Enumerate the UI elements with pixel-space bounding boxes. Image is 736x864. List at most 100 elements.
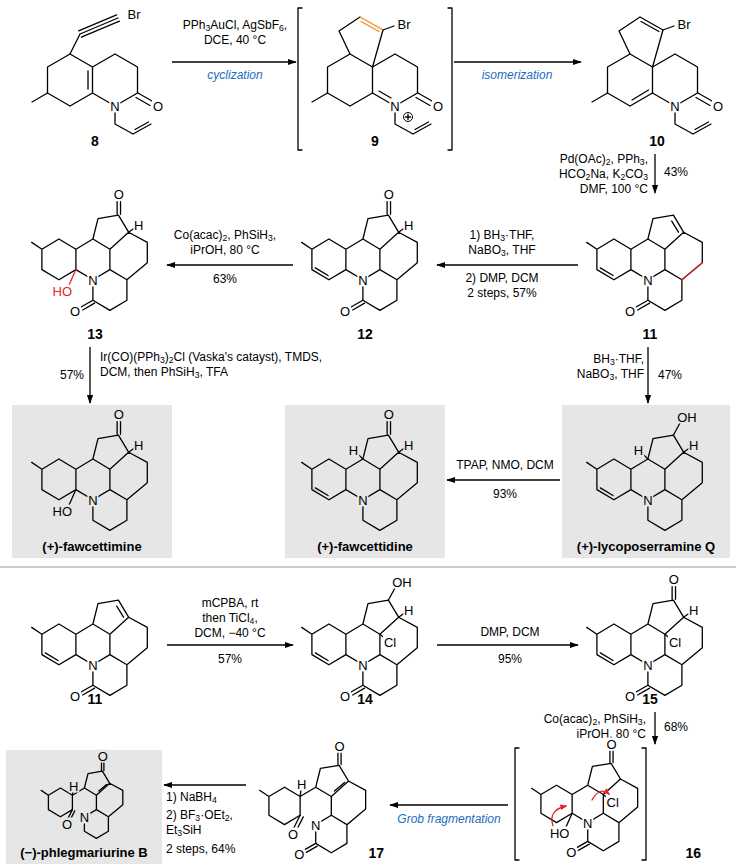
structure-stroke	[383, 26, 394, 30]
separator-line	[0, 566, 736, 567]
atom-label: Cl	[606, 795, 620, 808]
yield-note: 43%	[664, 165, 688, 180]
atom-label: N	[582, 816, 593, 829]
yield-note: 63%	[213, 272, 237, 287]
compound-fawcettidine	[302, 422, 418, 531]
structure-stroke	[70, 15, 119, 54]
atom-label: H	[688, 603, 699, 616]
compound-number: 17	[368, 845, 384, 861]
structure-stroke	[388, 587, 395, 600]
atom-label: H	[348, 443, 359, 456]
reagent-label: 1) NaBH4	[166, 790, 246, 805]
structure-stroke	[102, 762, 104, 771]
structure-stroke	[379, 91, 391, 98]
atom-label: N	[642, 658, 653, 671]
structure-stroke	[373, 54, 418, 106]
structure-stroke	[406, 115, 411, 120]
structure-stroke	[136, 93, 152, 106]
structure-stroke	[32, 435, 148, 530]
structure-stroke	[315, 653, 328, 661]
compound-node: 8	[20, 4, 170, 152]
reaction-arrow	[447, 479, 560, 480]
compound-17	[260, 753, 366, 853]
structure-stroke	[338, 753, 341, 765]
atom-label: O	[624, 690, 636, 703]
atom-label: H	[68, 779, 79, 792]
atom-label: OH	[676, 410, 698, 423]
structure-stroke	[416, 93, 432, 106]
atom-label: H	[133, 438, 144, 451]
compound-node: 14	[295, 578, 435, 710]
compound-9	[298, 8, 452, 150]
structure-stroke	[312, 93, 328, 102]
structure-stroke	[552, 806, 566, 826]
compound-10	[592, 17, 712, 134]
atom-label: HO	[52, 504, 74, 517]
reaction-arrow	[390, 804, 508, 805]
atom-label: O	[624, 305, 636, 318]
structure-stroke	[69, 270, 76, 285]
atom-label: OH	[391, 575, 413, 588]
reaction-arrow	[647, 347, 648, 403]
structure-stroke	[587, 600, 703, 695]
atom-label: O	[339, 305, 351, 318]
yield-note: 57%	[218, 652, 242, 667]
structure-stroke	[387, 202, 390, 215]
structure-stroke	[305, 843, 317, 852]
atom-label: O	[293, 847, 305, 860]
compound-lycoposerramine	[587, 422, 703, 530]
structure-stroke	[592, 93, 608, 102]
structure-stroke	[302, 600, 418, 695]
compound-node: (−)-phlegmariurine B	[6, 750, 162, 864]
structure-stroke	[117, 422, 120, 435]
structure-stroke	[87, 71, 88, 89]
reagent-label: TPAP, NMO, DCM	[450, 458, 560, 473]
structure-stroke	[334, 783, 344, 792]
structure-stroke	[404, 113, 413, 122]
compound-number: 8	[91, 133, 99, 149]
compound-name: (−)-phlegmariurine B	[20, 845, 148, 861]
structure-stroke	[302, 215, 418, 310]
highlight-panel	[12, 405, 172, 558]
structure-stroke	[682, 263, 702, 280]
structure-stroke	[328, 54, 373, 106]
structure-stroke	[360, 17, 383, 32]
structure-stroke	[298, 8, 452, 150]
atom-label: N	[642, 493, 653, 506]
yield-note: 93%	[493, 487, 517, 502]
atom-label: N	[642, 273, 653, 286]
atom-label: O	[565, 845, 577, 858]
structure-stroke	[619, 17, 663, 67]
yield-note: 2 steps, 64%	[166, 842, 235, 857]
atom-label: O	[432, 100, 444, 113]
atom-label: O	[333, 739, 345, 752]
structure-stroke	[45, 653, 58, 661]
compound-node: (+)-fawcettidine	[285, 405, 445, 558]
structure-stroke	[387, 422, 390, 435]
atom-label: HO	[52, 284, 74, 297]
structure-stroke	[532, 751, 638, 851]
compound-name: (+)-fawcettidine	[317, 539, 413, 555]
atom-label: O	[61, 818, 73, 831]
reaction-arrow	[654, 154, 655, 193]
compound-node: 15	[580, 578, 720, 710]
structure-stroke	[339, 17, 383, 67]
structure-stroke	[260, 765, 366, 852]
atom-label: H	[296, 778, 307, 791]
reaction-arrow	[437, 644, 578, 645]
structure-stroke	[315, 488, 328, 496]
reaction-arrow	[167, 264, 293, 265]
reaction-arrow	[654, 712, 655, 744]
compound-16	[515, 748, 646, 860]
structure-stroke	[672, 221, 679, 232]
reagent-label: 1) BH3·THF, NaBO3, THF	[452, 228, 552, 258]
structure-stroke	[69, 490, 76, 505]
reaction-arrow	[454, 61, 581, 62]
compound-name: (+)-fawcettimine	[42, 539, 141, 555]
atom-label: N	[669, 100, 680, 113]
structure-stroke	[610, 751, 613, 763]
structure-stroke	[600, 488, 613, 496]
yield-note: 2 steps, 57%	[467, 286, 536, 301]
structure-stroke	[32, 215, 148, 310]
compound-name: (+)-lycoposerramine Q	[577, 539, 715, 555]
